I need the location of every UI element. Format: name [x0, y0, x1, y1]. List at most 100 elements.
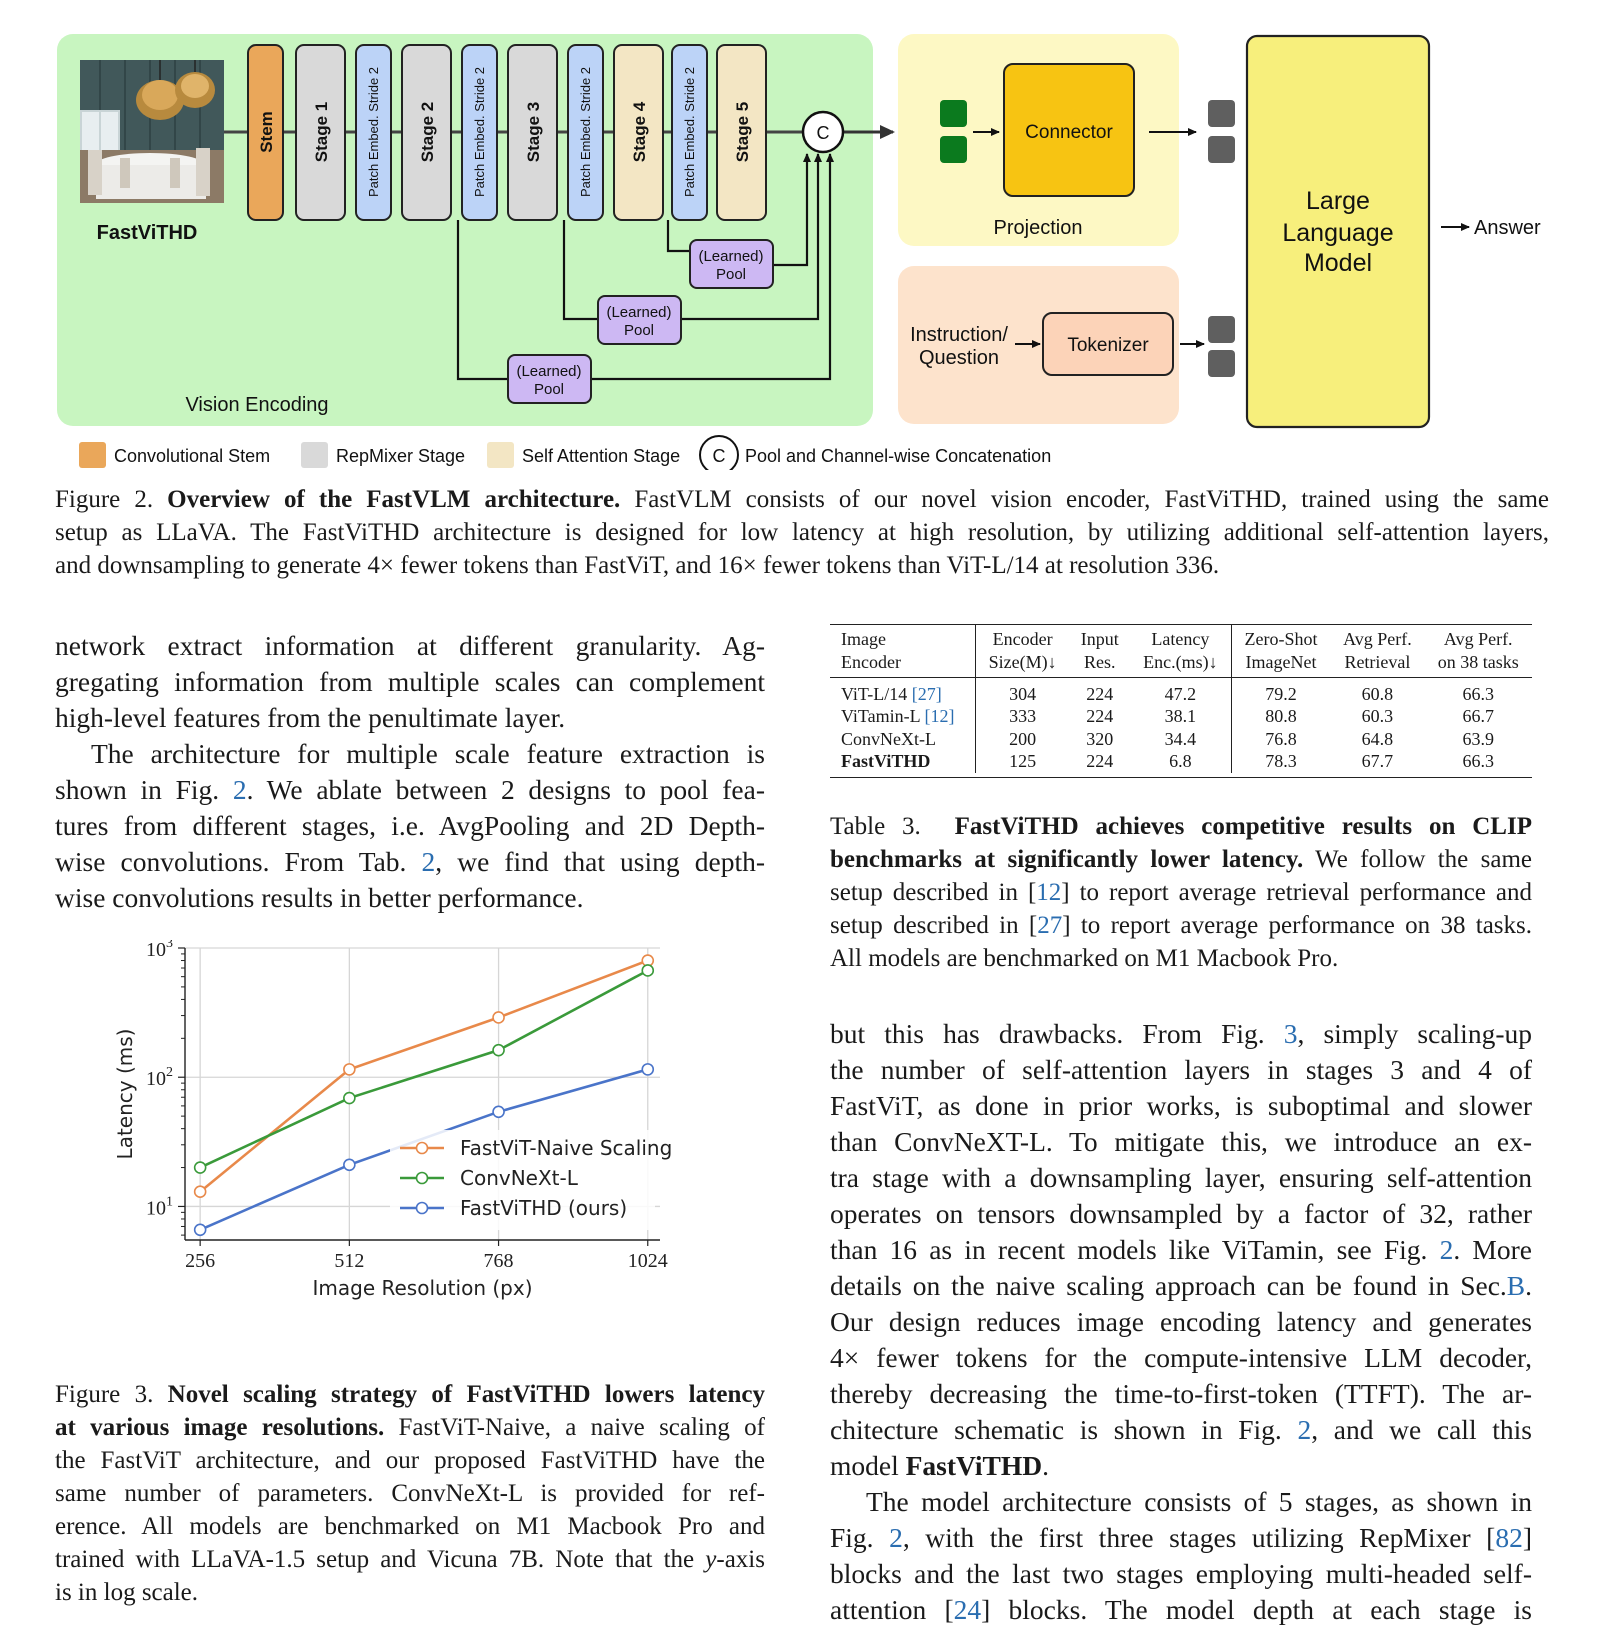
tab2-ref-link[interactable]: 2: [422, 846, 436, 877]
table-cell: 224: [1069, 677, 1130, 705]
legend-repmixer-swatch: [301, 442, 328, 468]
figure2-caption-title: Overview of the FastVLM architecture.: [167, 486, 620, 513]
figure2-legend: Convolutional Stem RepMixer Stage Self A…: [79, 436, 1051, 470]
x-tick-label: 512: [334, 1250, 364, 1272]
legend-marker: [417, 1143, 428, 1154]
table-cell: 66.3: [1424, 750, 1532, 773]
data-point: [493, 1106, 504, 1117]
llm-label-l2: Language: [1282, 219, 1393, 247]
legend-label: FastViT-Naive Scaling: [460, 1136, 672, 1160]
pool-label-stage3-l2: Pool: [624, 322, 654, 339]
instruction-label-l2: Question: [919, 347, 999, 369]
table3-header: EncoderSize(M)↓: [975, 625, 1069, 677]
patch-embed-3-label: Patch Embed. Stride 2: [578, 67, 593, 197]
table-cell-encoder: ViTamin-L [12]: [830, 705, 975, 728]
tokenizer-label: Tokenizer: [1067, 335, 1149, 356]
fig2-ref-link[interactable]: 2: [233, 774, 247, 805]
table-cell: 78.3: [1231, 750, 1330, 773]
table-cell: 38.1: [1130, 705, 1231, 728]
table-cell: 224: [1069, 750, 1130, 773]
legend-marker: [417, 1173, 428, 1184]
y-tick-label: 101: [146, 1194, 173, 1219]
table-cell-encoder: ConvNeXt-L: [830, 728, 975, 751]
stage3-label: Stage 3: [524, 102, 543, 162]
table3: ImageEncoder EncoderSize(M)↓ InputRes. L…: [830, 624, 1532, 778]
vision-token-1: [940, 100, 967, 127]
table-cell: 125: [975, 750, 1069, 773]
instruction-label-l1: Instruction/: [910, 324, 1008, 346]
projected-token-1: [1208, 100, 1235, 127]
data-point: [195, 1224, 206, 1235]
table-cell: 79.2: [1231, 677, 1330, 705]
patch-embed-4-label: Patch Embed. Stride 2: [682, 67, 697, 197]
ref-82-link[interactable]: 82: [1495, 1522, 1523, 1553]
right-paragraph-1: but this has drawbacks. From Fig. 3, sim…: [830, 1016, 1532, 1484]
left-p1-l2: gregating information from multiple scal…: [55, 664, 765, 700]
data-point: [195, 1162, 206, 1173]
vision-token-2: [940, 136, 967, 163]
figure2-caption-l3: and downsampling to generate 4× fewer to…: [55, 549, 1549, 582]
left-p1-l3: high-level features from the penultimate…: [55, 700, 765, 736]
pool-label-stage4-l2: Pool: [716, 266, 746, 283]
fig3-ref-link[interactable]: 3: [1284, 1018, 1298, 1049]
ref-12-link[interactable]: 12: [1036, 879, 1061, 906]
stage4-label: Stage 4: [630, 101, 649, 162]
table3-caption: Table 3. FastViTHD achieves competitive …: [830, 810, 1532, 975]
legend-conv-swatch: [79, 442, 106, 468]
llm-label-l3: Model: [1304, 249, 1372, 277]
legend-label: ConvNeXt-L: [460, 1166, 579, 1190]
legend-conv-label: Convolutional Stem: [114, 446, 270, 466]
fig2-ref-link[interactable]: 2: [1440, 1234, 1454, 1265]
secB-ref-link[interactable]: B: [1507, 1270, 1525, 1301]
stage5-label: Stage 5: [733, 102, 752, 162]
citation-link[interactable]: [12]: [924, 706, 954, 726]
figure2-architecture-diagram: FastViTHD Stem Stage 1 Patch Embed. Stri…: [0, 0, 1598, 470]
stage2-label: Stage 2: [418, 102, 437, 162]
x-tick-label: 256: [185, 1250, 215, 1272]
input-image-thumbnail: [80, 60, 224, 203]
table-cell: 60.8: [1330, 677, 1424, 705]
table-row: ViTamin-L [12]33322438.180.860.366.7: [830, 705, 1532, 728]
data-point: [195, 1186, 206, 1197]
figure2-caption: Figure 2. Overview of the FastVLM archit…: [55, 483, 1549, 582]
left-paragraph-1: network extract information at different…: [55, 628, 765, 736]
pool-label-stage2-l1: (Learned): [516, 363, 581, 380]
table3-header: Avg Perf.on 38 tasks: [1424, 625, 1532, 677]
table-cell: 34.4: [1130, 728, 1231, 751]
concat-symbol: C: [817, 123, 830, 143]
table-cell: 333: [975, 705, 1069, 728]
figure2-caption-l2: setup as LLaVA. The FastViTHD architectu…: [55, 516, 1549, 549]
pool-label-stage2-l2: Pool: [534, 381, 564, 398]
table-cell: 224: [1069, 705, 1130, 728]
legend-marker: [417, 1203, 428, 1214]
table-cell: 47.2: [1130, 677, 1231, 705]
citation-link[interactable]: [27]: [912, 684, 942, 704]
legend-selfattn-label: Self Attention Stage: [522, 446, 680, 466]
fig2-ref-link[interactable]: 2: [1297, 1414, 1311, 1445]
legend-pool-concat-symbol: C: [713, 446, 726, 466]
patch-embed-1-label: Patch Embed. Stride 2: [366, 67, 381, 197]
legend-selfattn-swatch: [487, 442, 514, 468]
legend-pool-concat-label: Pool and Channel-wise Concatenation: [745, 446, 1051, 466]
data-point: [344, 1064, 355, 1075]
data-point: [344, 1159, 355, 1170]
data-point: [344, 1093, 355, 1104]
ref-24-link[interactable]: 24: [954, 1594, 982, 1625]
ref-27-link[interactable]: 27: [1037, 912, 1062, 939]
legend-label: FastViTHD (ours): [460, 1196, 627, 1220]
patch-embed-2-label: Patch Embed. Stride 2: [472, 67, 487, 197]
x-tick-label: 1024: [628, 1250, 668, 1272]
table-cell: 320: [1069, 728, 1130, 751]
y-tick-label: 103: [146, 940, 173, 961]
projection-label: Projection: [994, 217, 1083, 239]
legend-repmixer-label: RepMixer Stage: [336, 446, 465, 466]
table3-header: ImageEncoder: [830, 625, 975, 677]
figure3-caption-title: Novel scaling strategy of FastViTHD lowe…: [168, 1381, 765, 1408]
data-point: [642, 965, 653, 976]
left-p2-l1: The architecture for multiple scale feat…: [55, 736, 765, 772]
fig2-ref-link[interactable]: 2: [889, 1522, 903, 1553]
